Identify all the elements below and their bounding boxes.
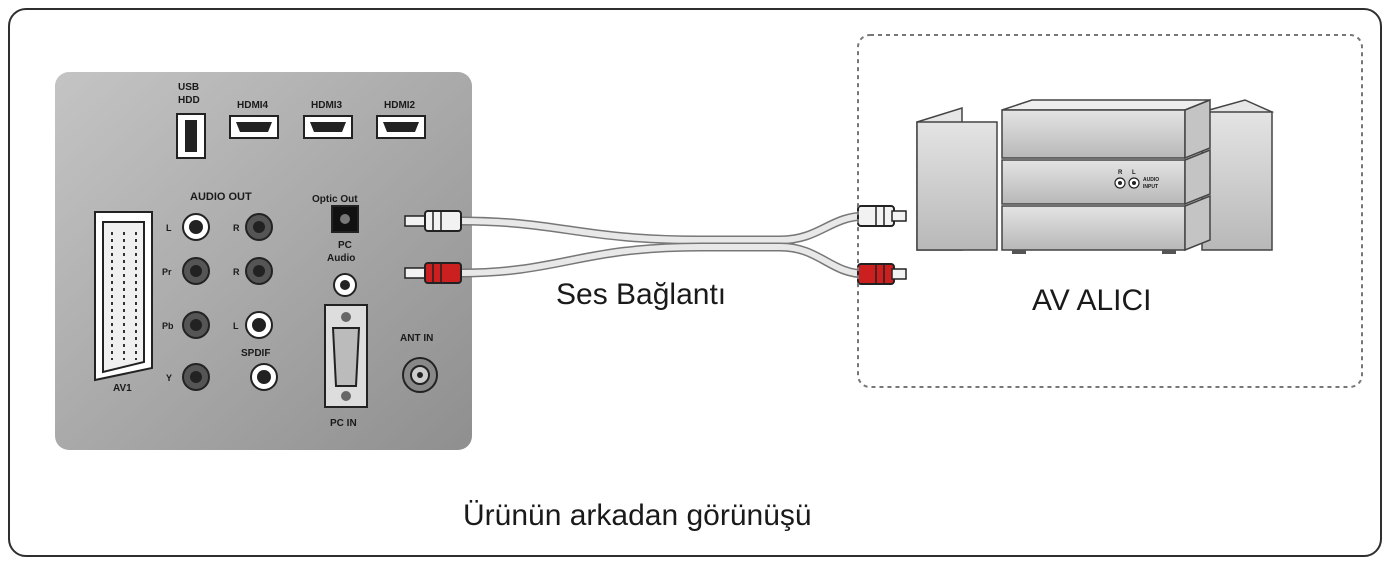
scart-av1-port: AV1 <box>94 211 153 394</box>
caption: Ürünün arkadan görünüşü <box>463 499 812 532</box>
pc-audio-label-1: PC <box>338 240 352 251</box>
receiver-label: AV ALICI <box>1032 284 1152 317</box>
audio-out-label: AUDIO OUT <box>190 191 252 203</box>
jack-r-label: R <box>233 223 240 233</box>
hdmi3-port: HDMI3 <box>303 100 353 139</box>
optic-out-port: Optic Out <box>312 194 359 233</box>
spdif-jack: SPDIF <box>241 348 278 391</box>
jack-l2-label: L <box>233 321 239 331</box>
pr-jack: Pr <box>162 257 210 285</box>
y-jack: Y <box>166 363 210 391</box>
white-plug-tv <box>404 210 462 232</box>
pc-audio-label-2: Audio <box>327 253 355 264</box>
receiver-audio-input: R L AUDIO INPUT <box>1114 170 1159 190</box>
cable-label: Ses Bağlantı <box>556 278 726 311</box>
diagram-frame <box>8 8 1382 557</box>
pc-in-label: PC IN <box>330 418 357 429</box>
jack-y-label: Y <box>166 373 172 383</box>
av-l-jack: L <box>233 311 273 339</box>
receiver-input-l-label: L <box>1132 170 1136 176</box>
ant-in-port: ANT IN <box>400 333 438 393</box>
optic-out-label: Optic Out <box>312 194 358 205</box>
usb-label-1: USB <box>178 82 199 93</box>
audio-out-r-jack: R <box>233 213 273 241</box>
right-speaker <box>1199 99 1275 251</box>
audio-out-l-jack: L <box>166 213 210 241</box>
ant-in-label: ANT IN <box>400 333 433 344</box>
jack-l-label: L <box>166 223 172 233</box>
audio-cable: Ses Bağlantı <box>404 205 907 311</box>
pc-audio-port: PC Audio <box>327 240 357 297</box>
hdmi2-label: HDMI2 <box>384 100 416 111</box>
receiver-audio-input-label-2: INPUT <box>1143 184 1158 190</box>
hdmi4-port: HDMI4 <box>229 100 279 139</box>
hdmi4-label: HDMI4 <box>237 100 269 111</box>
usb-port: USB HDD <box>176 82 206 159</box>
av-receiver: R L AUDIO INPUT AV ALICI <box>857 34 1363 388</box>
red-plug-receiver <box>857 263 907 285</box>
tv-back-panel: USB HDD HDMI4 HDMI3 HDMI2 AUDIO OUT <box>55 72 472 450</box>
receiver-audio-input-label-1: AUDIO <box>1143 177 1159 183</box>
usb-label-2: HDD <box>178 95 200 106</box>
av1-label: AV1 <box>113 383 132 394</box>
av-r-jack: R <box>233 257 273 285</box>
receiver-input-r-label: R <box>1118 170 1123 176</box>
jack-r2-label: R <box>233 267 240 277</box>
spdif-label: SPDIF <box>241 348 270 359</box>
pc-in-port: PC IN <box>324 304 368 429</box>
hdmi2-port: HDMI2 <box>376 100 426 139</box>
jack-pr-label: Pr <box>162 267 172 277</box>
red-plug-tv <box>404 262 462 284</box>
white-plug-receiver <box>857 205 907 227</box>
pb-jack: Pb <box>162 311 210 339</box>
receiver-stack: R L AUDIO INPUT <box>1001 98 1211 254</box>
left-speaker <box>916 106 998 251</box>
jack-pb-label: Pb <box>162 321 174 331</box>
hdmi3-label: HDMI3 <box>311 100 343 111</box>
